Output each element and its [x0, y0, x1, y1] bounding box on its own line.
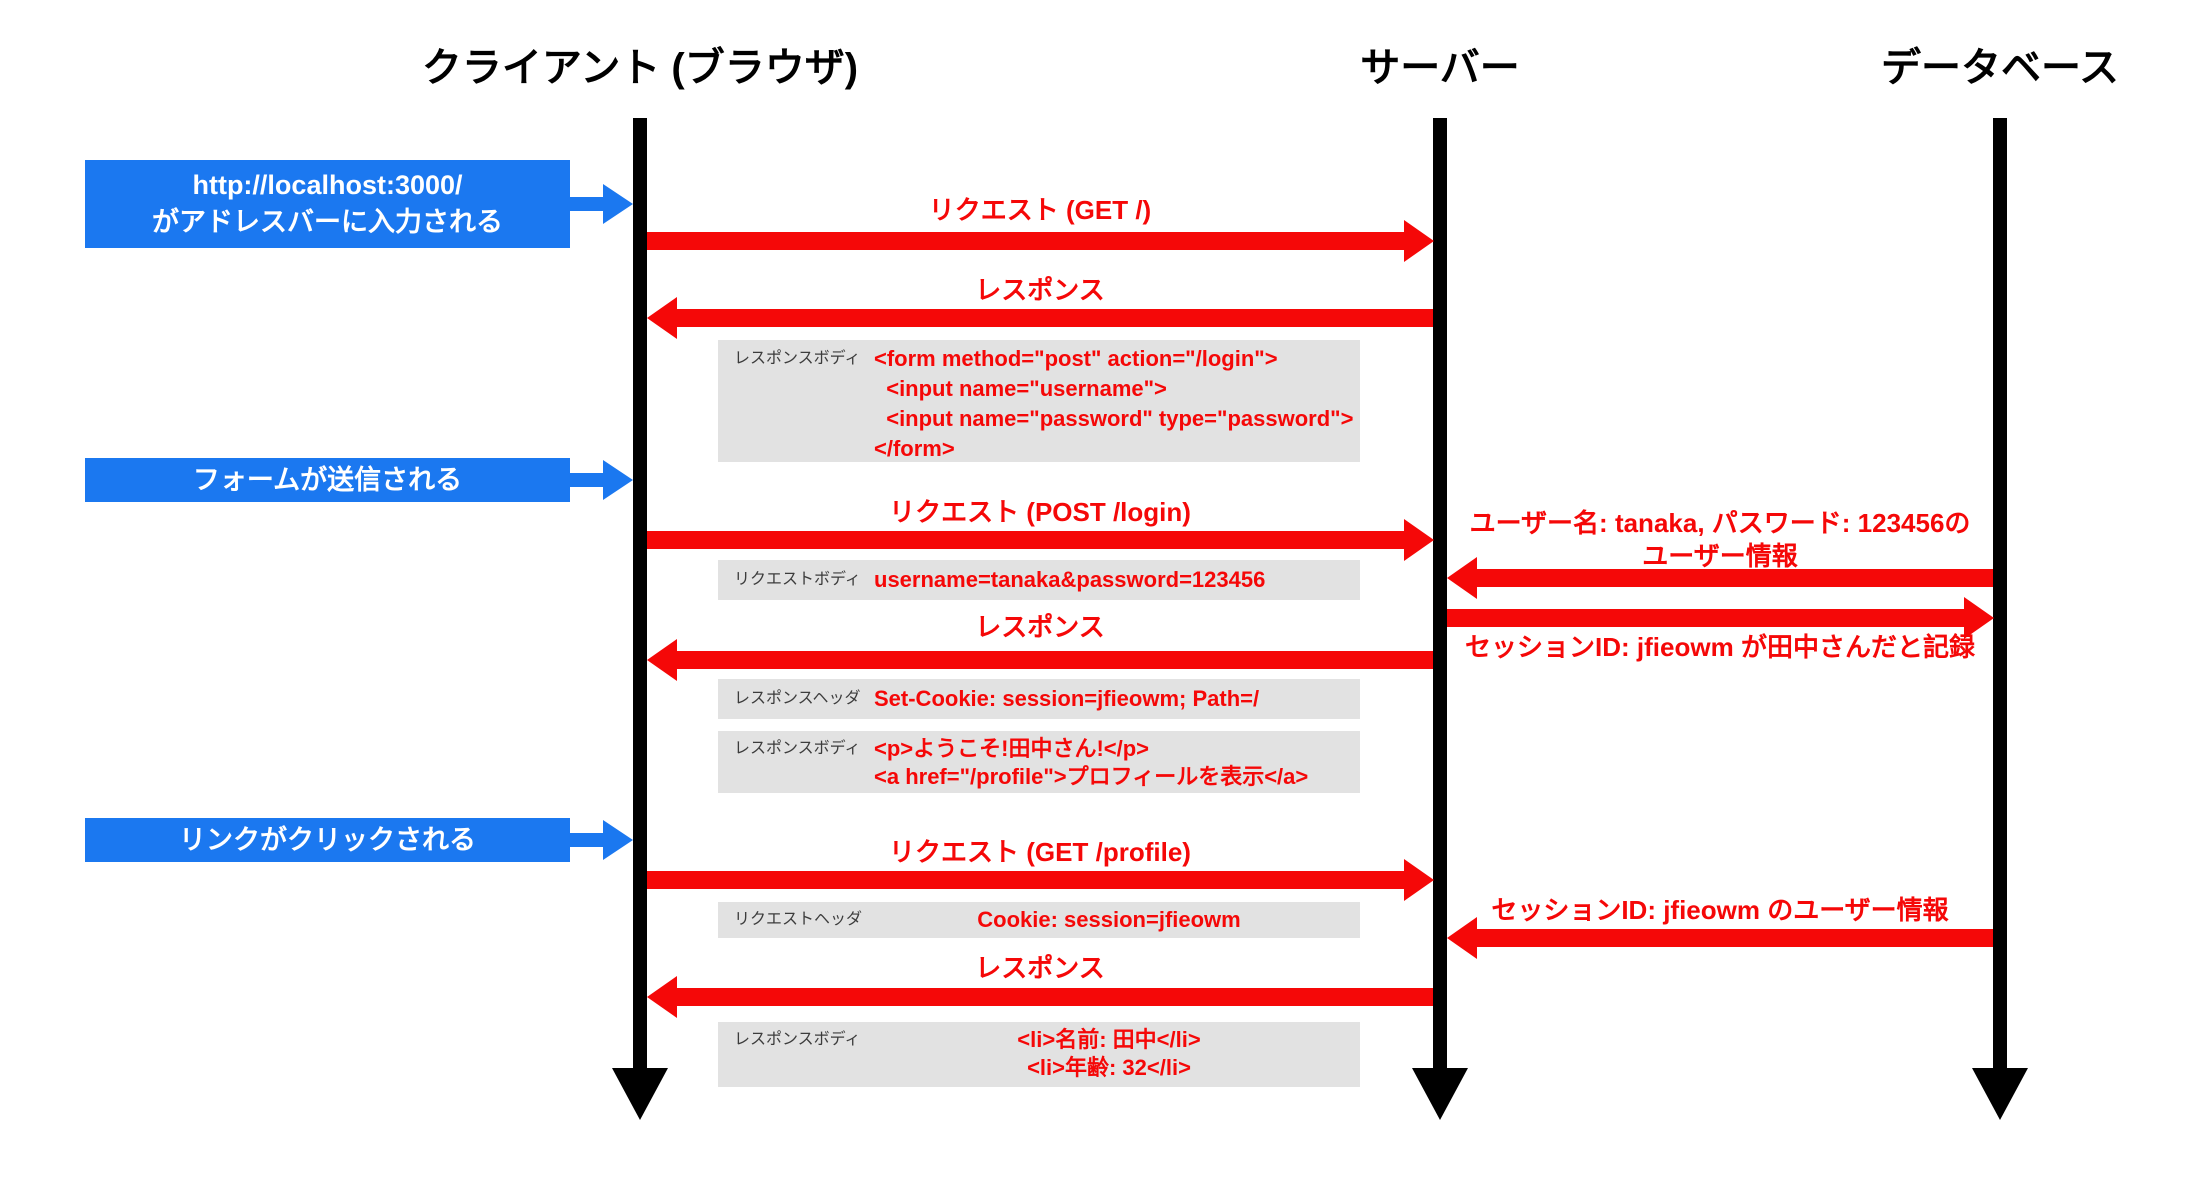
message-label-request-get-root: リクエスト (GET /) [928, 195, 1152, 225]
arrow-db-session-user-info [1447, 917, 1993, 959]
code-line: <p>ようこそ!田中さん!</p> [874, 736, 1150, 761]
code-line: <form method="post" action="/login"> [874, 346, 1278, 371]
payload-code: <p>ようこそ!田中さん!</p> <a href="/profile">プロフ… [874, 735, 1344, 791]
db-note-line: ユーザー情報 [1642, 541, 1798, 571]
payload-code: <form method="post" action="/login"> <in… [874, 344, 1353, 464]
lifeline-server-arrowhead [1412, 1068, 1468, 1120]
payload-label: リクエストヘッダ [734, 911, 863, 928]
message-label-request-get-profile: リクエスト (GET /profile) [889, 837, 1191, 867]
payload-label: レスポンスボディ [734, 1031, 861, 1048]
payload-code: Cookie: session=jfieowm [874, 905, 1344, 935]
message-label-response-3: レスポンス [975, 953, 1105, 983]
code-line: </form> [874, 436, 955, 461]
arrow-request-get-profile [647, 859, 1434, 901]
payload-response-body-welcome: レスポンスボディ <p>ようこそ!田中さん!</p> <a href="/pro… [718, 731, 1360, 793]
payload-label: レスポンスヘッダ [734, 690, 861, 707]
lifeline-database [1993, 118, 2007, 1070]
payload-request-body-login: リクエストボディ username=tanaka&password=123456 [718, 560, 1360, 600]
event-url-entered: http://localhost:3000/ がアドレスバーに入力される [85, 160, 570, 248]
event-text-line: リンクがクリックされる [179, 824, 476, 855]
message-label-request-post-login: リクエスト (POST /login) [889, 497, 1191, 527]
arrow-db-record-session [1447, 597, 1994, 639]
lifeline-database-arrowhead [1972, 1068, 2028, 1120]
arrow-db-user-info [1447, 557, 1993, 599]
db-note-line: セッションID: jfieowm が田中さんだと記録 [1465, 632, 1975, 662]
code-line: <li>名前: 田中</li> [1017, 1027, 1201, 1052]
payload-response-header-setcookie: レスポンスヘッダ Set-Cookie: session=jfieowm; Pa… [718, 679, 1360, 719]
payload-label: レスポンスボディ [734, 350, 861, 367]
lane-title-client: クライアント (ブラウザ) [421, 46, 859, 90]
lane-title-database: データベース [1881, 46, 2119, 90]
event-arrow-link-clicked [570, 820, 633, 860]
lane-title-server: サーバー [1360, 46, 1520, 90]
code-line: username=tanaka&password=123456 [874, 567, 1266, 592]
code-line: Cookie: session=jfieowm [977, 907, 1241, 932]
message-label-response-2: レスポンス [975, 612, 1105, 642]
event-form-submitted: フォームが送信される [85, 458, 570, 502]
payload-code: <li>名前: 田中</li> <li>年齢: 32</li> [874, 1026, 1344, 1082]
db-note-line: ユーザー名: tanaka, パスワード: 123456の [1469, 508, 1971, 538]
payload-code: username=tanaka&password=123456 [874, 565, 1344, 595]
db-note-record-session: セッションID: jfieowm が田中さんだと記録 [1465, 631, 1975, 664]
code-line: <input name="password" type="password"> [874, 406, 1354, 431]
db-note-user-info: ユーザー名: tanaka, パスワード: 123456の ユーザー情報 [1470, 507, 1971, 573]
arrow-response-2 [647, 639, 1433, 681]
db-note-session-user-info: セッションID: jfieowm のユーザー情報 [1491, 894, 1948, 927]
payload-response-body-form: レスポンスボディ <form method="post" action="/lo… [718, 340, 1360, 462]
code-line: Set-Cookie: session=jfieowm; Path=/ [874, 686, 1260, 711]
arrow-response-1 [647, 297, 1433, 339]
lifeline-server [1433, 118, 1447, 1070]
event-arrow-url-entered [570, 184, 633, 224]
code-line: <li>年齢: 32</li> [1027, 1055, 1191, 1080]
payload-response-body-profile: レスポンスボディ <li>名前: 田中</li> <li>年齢: 32</li> [718, 1022, 1360, 1087]
event-link-clicked: リンクがクリックされる [85, 818, 570, 862]
payload-code: Set-Cookie: session=jfieowm; Path=/ [874, 684, 1344, 714]
arrow-response-3 [647, 976, 1433, 1018]
event-text-line: http://localhost:3000/ [192, 170, 463, 200]
payload-label: レスポンスボディ [734, 740, 861, 757]
lifeline-client-arrowhead [612, 1068, 668, 1120]
payload-label: リクエストボディ [734, 571, 861, 588]
event-text-line: フォームが送信される [192, 464, 463, 495]
payload-request-header-cookie: リクエストヘッダ Cookie: session=jfieowm [718, 902, 1360, 938]
db-note-line: セッションID: jfieowm のユーザー情報 [1491, 895, 1949, 925]
code-line: <input name="username"> [874, 376, 1167, 401]
lifeline-client [633, 118, 647, 1070]
arrow-request-post-login [647, 519, 1434, 561]
event-arrow-form-submitted [570, 460, 633, 500]
arrow-request-get-root [647, 220, 1434, 262]
code-line: <a href="/profile">プロフィールを表示</a> [874, 764, 1309, 789]
event-text-line: がアドレスバーに入力される [152, 207, 503, 237]
message-label-response-1: レスポンス [975, 275, 1105, 305]
